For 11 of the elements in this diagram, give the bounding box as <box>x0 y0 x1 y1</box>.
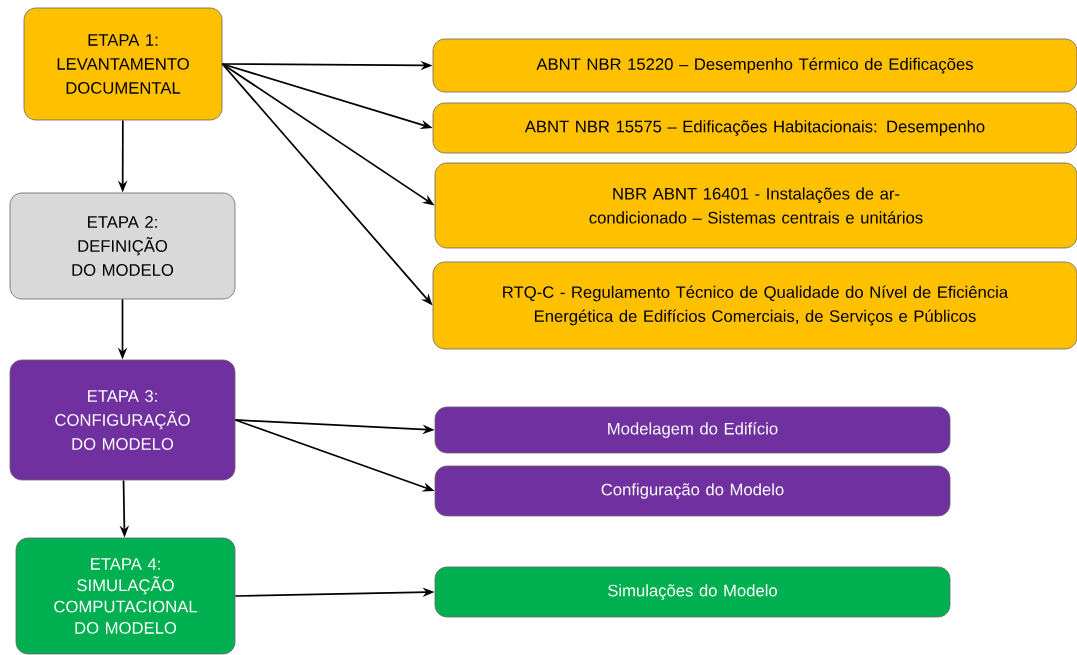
stage-box: ETAPA 2: DEFINIÇÃO DO MODELO <box>9 192 236 300</box>
standard-box: RTQ-C - Regulamento Técnico de Qualidade do Nível de Eficiência Energética de Edifícios Comerciais, de Serviços e Públicos <box>432 261 1077 350</box>
stage-box: ETAPA 3: CONFIGURAÇÃO DO MODELO <box>9 359 236 481</box>
task-box: Modelagem do Edifício <box>434 406 951 454</box>
standard-box: ABNT NBR 15575 – Edificações Habitacionais: Desempenho <box>432 102 1077 154</box>
task-box: Configuração do Modelo <box>434 465 951 517</box>
stage-box: ETAPA 4: SIMULAÇÃO COMPUTACIONAL DO MODELO <box>15 537 236 655</box>
standard-box: NBR ABNT 16401 - Instalações de ar-condicionado – Sistemas centrais e unitários <box>434 162 1077 249</box>
stage-box: ETAPA 1: LEVANTAMENTO DOCUMENTAL <box>23 7 223 121</box>
task-box: Simulações do Modelo <box>434 566 951 618</box>
standard-box: ABNT NBR 15220 – Desempenho Térmico de Edificações <box>432 38 1077 93</box>
